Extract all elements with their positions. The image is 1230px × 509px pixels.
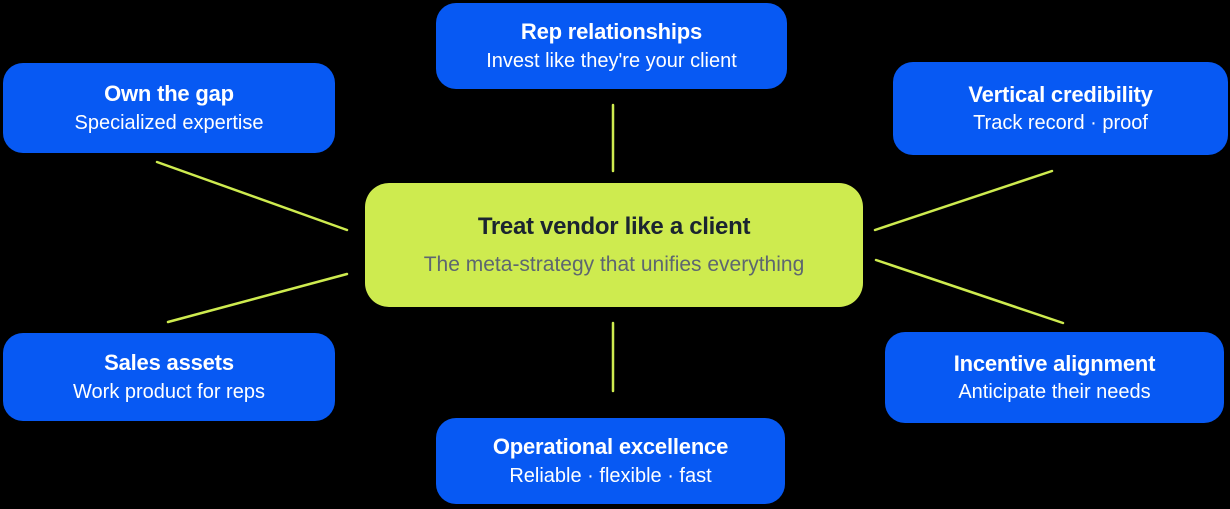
node-subtitle: Work product for reps (73, 380, 265, 403)
node-sales-assets: Sales assets Work product for reps (3, 333, 335, 421)
node-title: Sales assets (104, 350, 234, 376)
node-title: Vertical credibility (968, 81, 1153, 107)
node-own-the-gap: Own the gap Specialized expertise (3, 63, 335, 153)
node-subtitle: Specialized expertise (74, 111, 264, 134)
connector-bottom-right-icon (874, 258, 1065, 325)
connector-top-left-icon (155, 160, 349, 232)
center-title: Treat vendor like a client (477, 212, 751, 240)
connector-top-right-icon (873, 169, 1054, 232)
node-title: Incentive alignment (953, 350, 1156, 376)
connector-bottom-left-icon (166, 272, 349, 324)
node-incentive-alignment: Incentive alignment Anticipate their nee… (885, 332, 1224, 423)
node-title: Own the gap (104, 81, 234, 107)
center-subtitle: The meta-strategy that unifies everythin… (423, 252, 805, 276)
node-operational-excellence: Operational excellence Reliable · flexib… (436, 418, 785, 504)
node-rep-relationships: Rep relationships Invest like they're yo… (436, 3, 787, 89)
node-vertical-credibility: Vertical credibility Track record · proo… (893, 62, 1228, 155)
node-title: Rep relationships (520, 19, 703, 45)
center-node: Treat vendor like a client The meta-stra… (365, 183, 863, 307)
node-subtitle: Reliable · flexible · fast (509, 464, 712, 487)
node-subtitle: Anticipate their needs (958, 381, 1151, 404)
node-subtitle: Invest like they're your client (486, 49, 737, 72)
node-subtitle: Track record · proof (973, 112, 1148, 135)
node-title: Operational excellence (492, 434, 729, 460)
